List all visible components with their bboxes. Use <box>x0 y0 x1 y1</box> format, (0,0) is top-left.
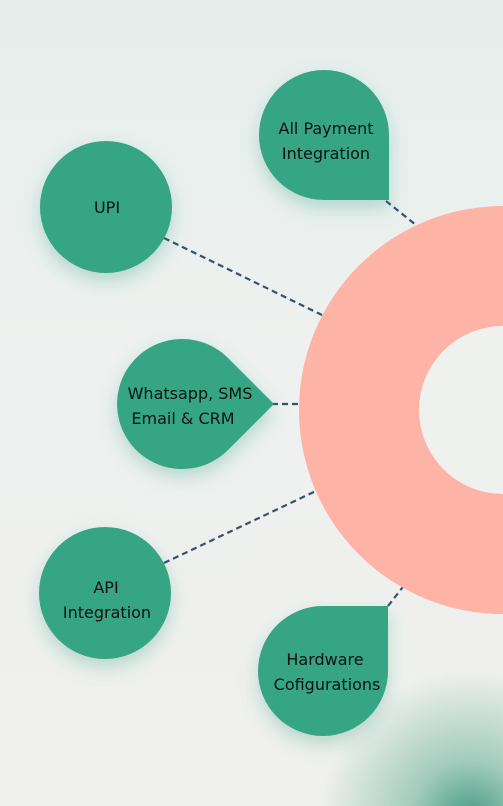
node-upi-label: UPI <box>94 198 120 217</box>
node-api-integration <box>39 527 171 659</box>
node-hardware-configurations <box>258 606 388 736</box>
node-whatsapp-sms-email-crm <box>117 338 274 469</box>
node-all-payment-integration <box>259 70 389 200</box>
connector-payment <box>385 200 417 226</box>
node-api-line2: Integration <box>63 603 151 622</box>
node-all-payment-line2: Integration <box>282 144 370 163</box>
node-messaging-line1: Whatsapp, SMS <box>128 384 253 403</box>
connector-api <box>163 489 319 564</box>
node-hardware-line2: Cofigurations <box>274 675 381 694</box>
node-hardware-line1: Hardware <box>286 650 363 669</box>
node-api-line1: API <box>93 578 118 597</box>
hub-hole <box>419 326 503 494</box>
node-upi <box>40 141 172 273</box>
hub-ring <box>299 206 503 614</box>
node-messaging-line2: Email & CRM <box>131 409 234 428</box>
node-all-payment-line1: All Payment <box>279 119 374 138</box>
connector-upi <box>163 237 323 316</box>
